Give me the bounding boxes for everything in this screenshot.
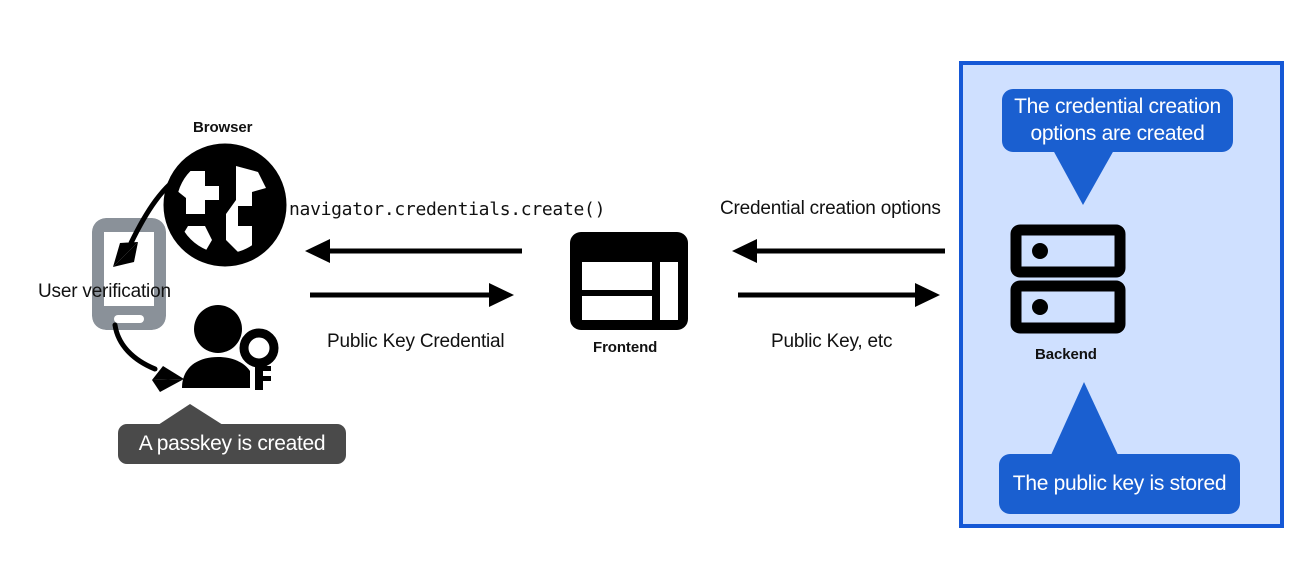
navigator-create-label: navigator.credentials.create()	[289, 199, 606, 220]
arrow-browser-to-device	[113, 169, 189, 267]
arrow-credential-creation-options	[732, 239, 945, 263]
person-with-key-icon	[182, 305, 279, 390]
passkey-created-callout-pointer	[158, 404, 223, 425]
public-key-stored-callout-pointer	[1051, 382, 1118, 455]
credential-creation-options-label: Credential creation options	[720, 198, 941, 219]
backend-label: Backend	[1035, 346, 1097, 363]
browser-label: Browser	[193, 119, 253, 136]
arrow-public-key-etc	[738, 283, 940, 307]
webpage-layout-icon	[570, 232, 688, 330]
server-rack-icon	[1010, 224, 1126, 334]
public-key-etc-label: Public Key, etc	[771, 331, 893, 352]
arrow-public-key-credential	[310, 283, 514, 307]
credential-options-callout-pointer	[1053, 150, 1114, 205]
public-key-credential-label: Public Key Credential	[327, 331, 505, 352]
smartphone-icon	[92, 218, 166, 330]
credential-options-callout: The credential creation options are crea…	[1002, 89, 1233, 152]
passkey-created-callout: A passkey is created	[118, 424, 346, 464]
frontend-label: Frontend	[593, 339, 658, 356]
globe-icon	[163, 143, 287, 267]
user-verification-label: User verification	[38, 281, 171, 302]
arrow-device-to-user	[112, 322, 184, 392]
arrow-create-call	[305, 239, 522, 263]
public-key-stored-callout: The public key is stored	[999, 454, 1240, 514]
